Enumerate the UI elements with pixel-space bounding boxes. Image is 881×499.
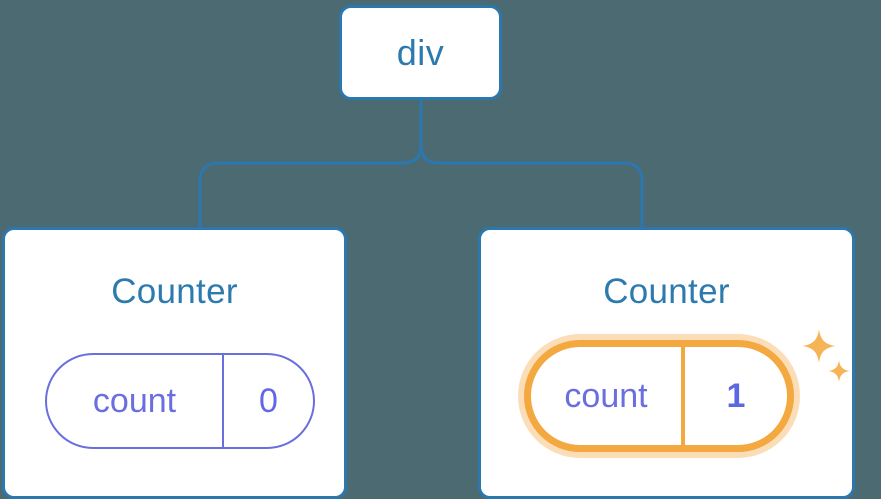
node-div[interactable]: div bbox=[339, 5, 502, 100]
state-value-label-left: 0 bbox=[259, 382, 278, 420]
node-counter-right[interactable]: Counter count 1 bbox=[478, 227, 855, 499]
node-div-label: div bbox=[396, 31, 445, 73]
sparkle-small-icon bbox=[828, 360, 850, 382]
state-value-label-right: 1 bbox=[726, 377, 746, 415]
edge-div-to-counter-right bbox=[419, 98, 644, 229]
state-pill-count-right[interactable]: count 1 bbox=[524, 340, 794, 452]
state-pill-key-left: count bbox=[47, 355, 224, 447]
state-key-label-left: count bbox=[92, 382, 177, 420]
node-counter-left-title: Counter bbox=[111, 272, 238, 311]
state-pill-key-right: count bbox=[531, 347, 685, 445]
node-counter-right-title: Counter bbox=[603, 272, 730, 311]
state-key-label-right: count bbox=[564, 377, 648, 415]
state-pill-value-right: 1 bbox=[685, 347, 787, 445]
edge-div-to-counter-left bbox=[198, 98, 423, 229]
state-pill-value-left: 0 bbox=[224, 355, 313, 447]
sparkle-large-icon bbox=[802, 329, 836, 363]
state-pill-count-left[interactable]: count 0 bbox=[45, 353, 315, 449]
node-counter-left[interactable]: Counter count 0 bbox=[2, 227, 347, 499]
